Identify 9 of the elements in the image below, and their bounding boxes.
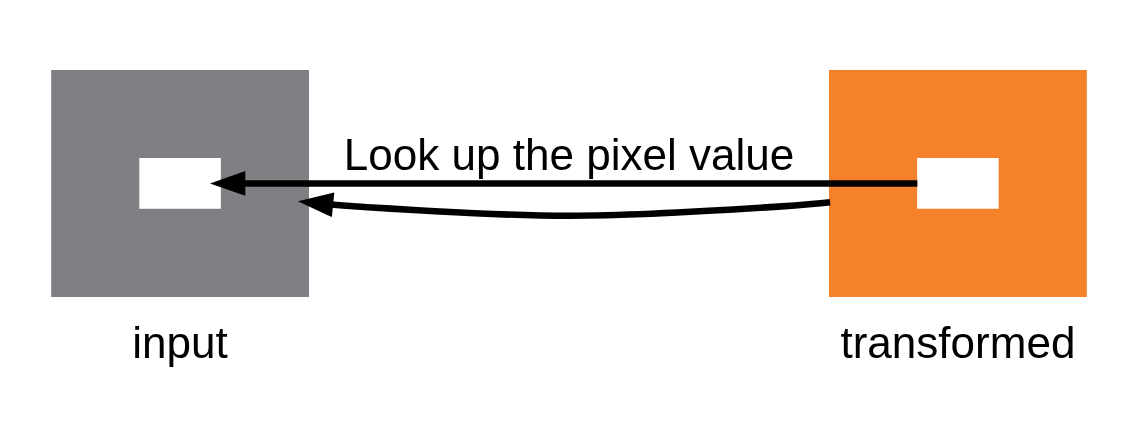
edge-label: Look up the pixel value <box>343 130 795 180</box>
arrow <box>297 192 831 219</box>
node-box <box>917 158 999 209</box>
arrow <box>209 171 918 196</box>
node-box <box>139 158 221 209</box>
node-label: transformed <box>840 317 1076 367</box>
cluster <box>829 69 1087 297</box>
node-label: input <box>132 317 228 367</box>
cluster <box>51 69 309 297</box>
